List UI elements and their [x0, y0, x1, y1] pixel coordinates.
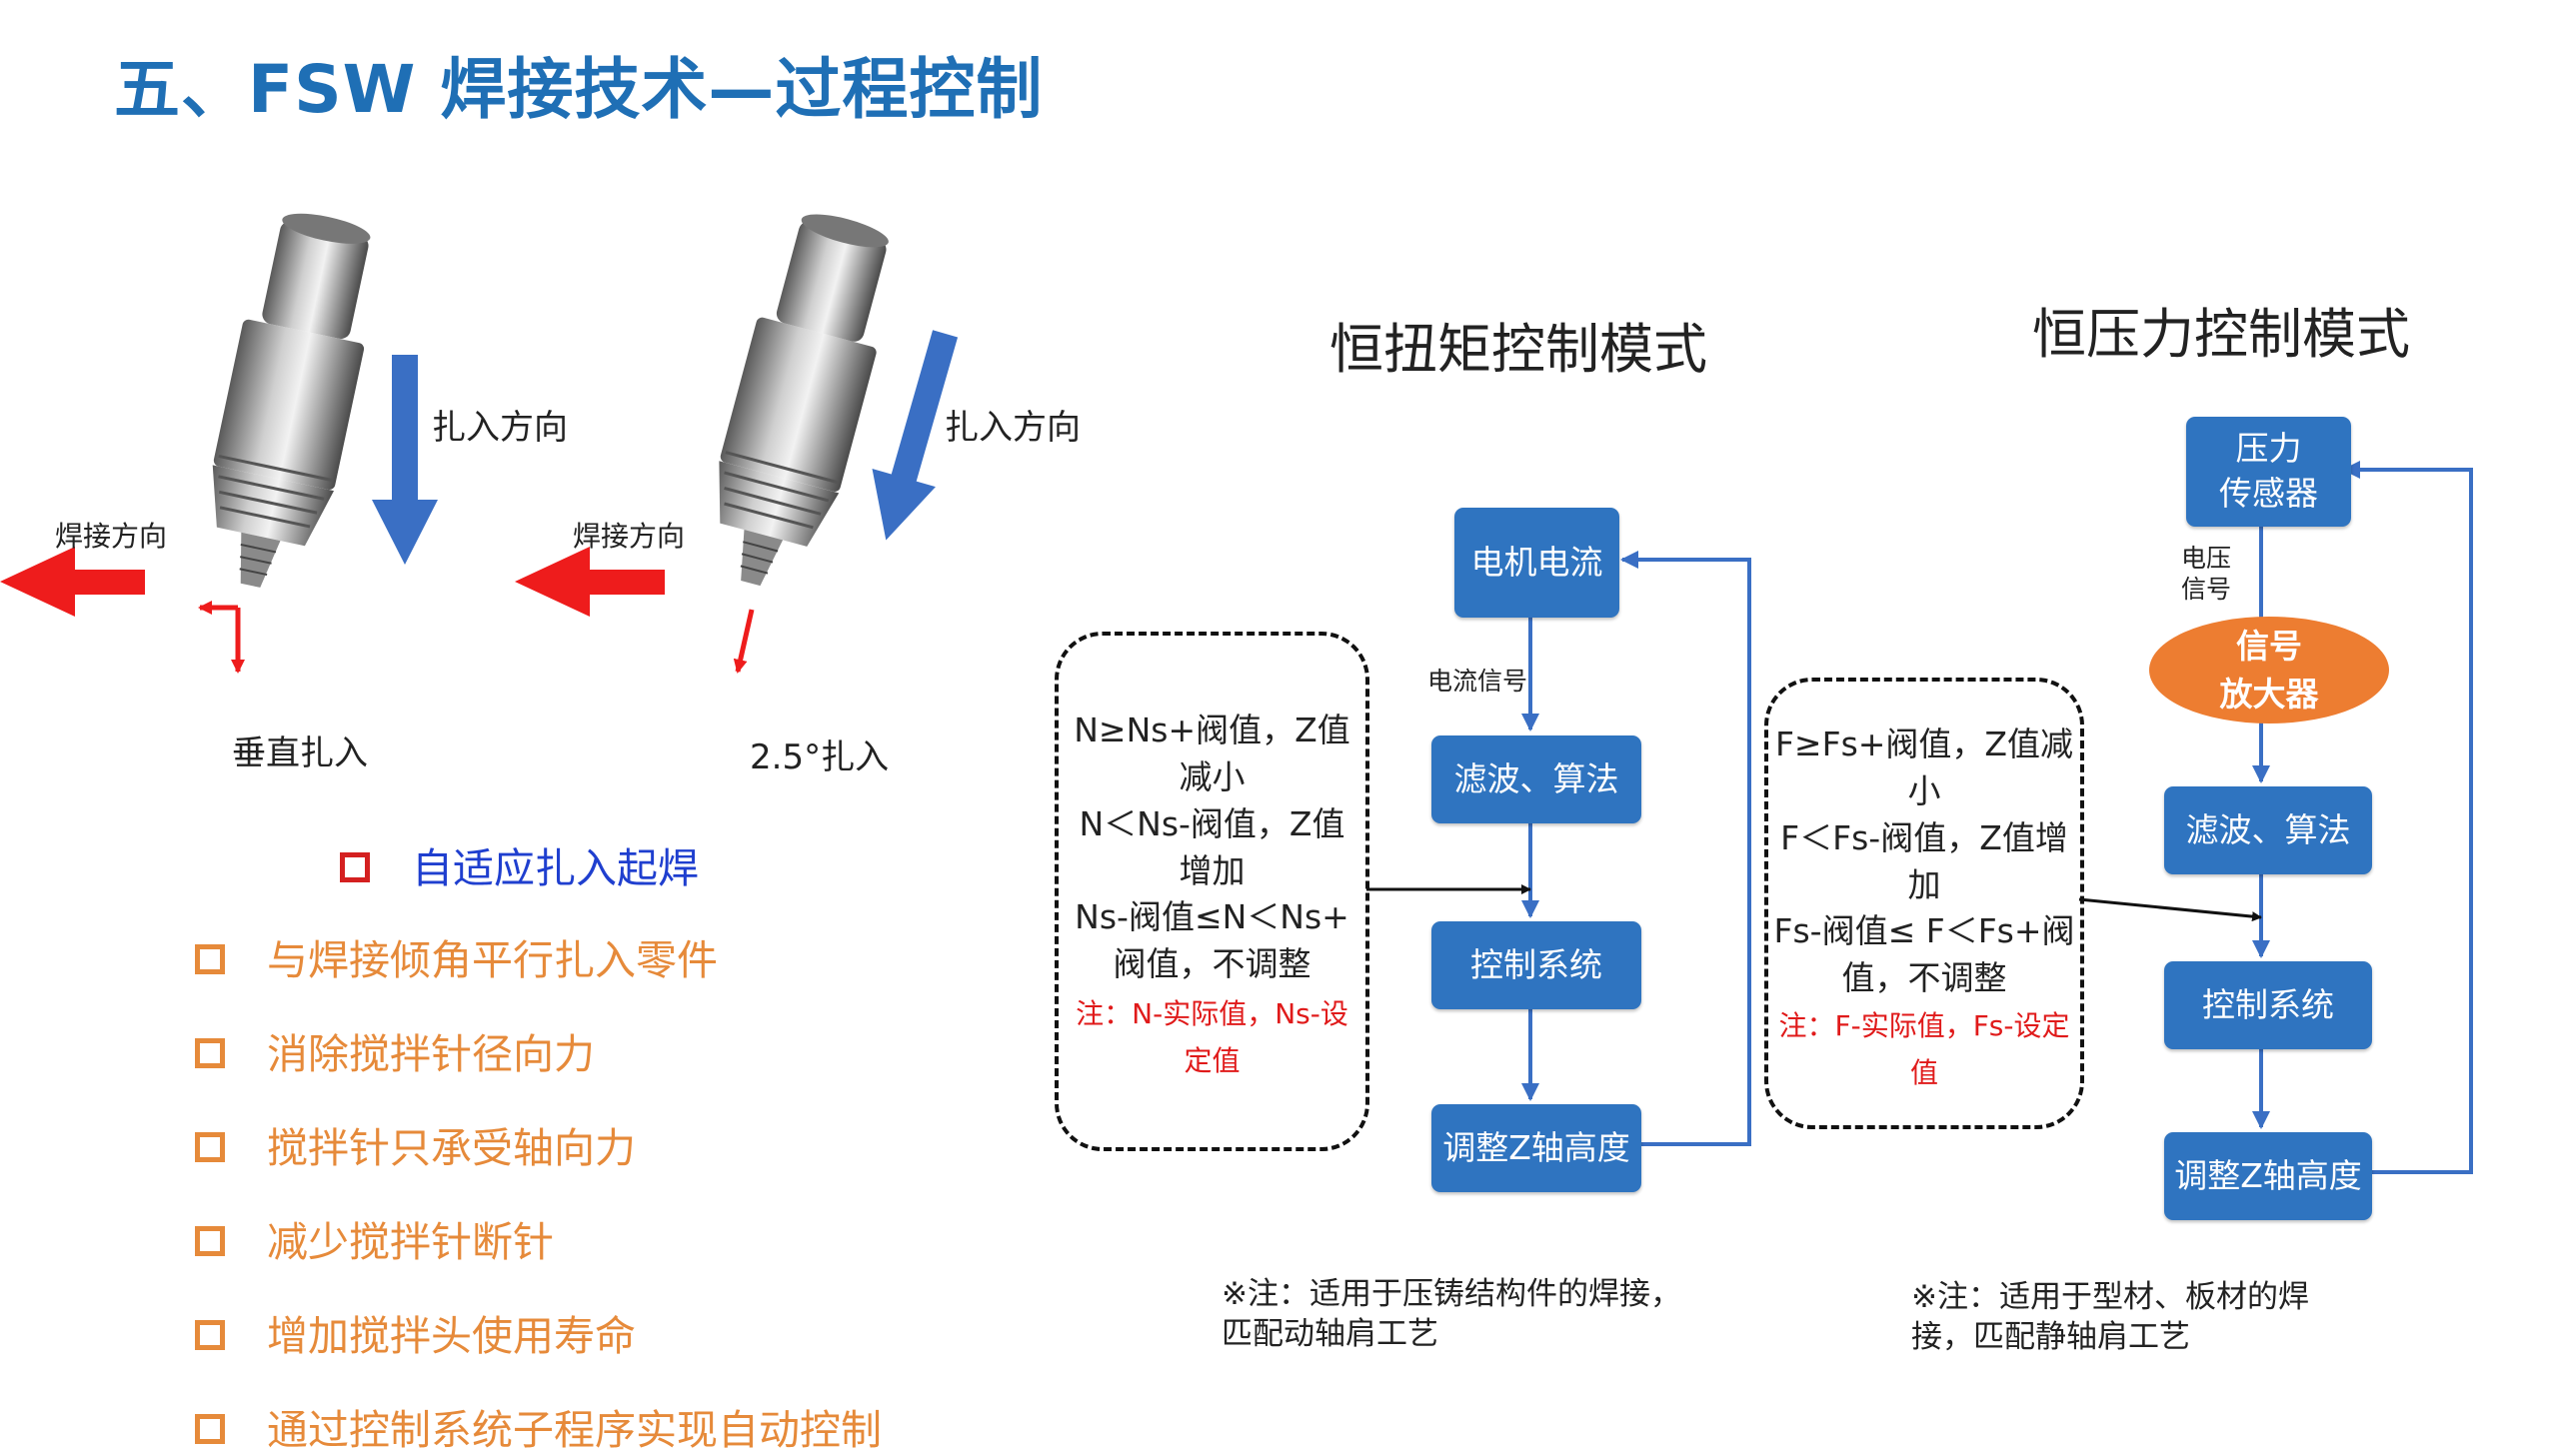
- pressure-mode-title: 恒压力控制模式: [2032, 303, 2410, 366]
- pressure-control-box: 控制系统: [2164, 961, 2372, 1049]
- right-insert-label: 扎入方向: [945, 408, 1081, 448]
- torque-adjust-box: 调整Z轴高度: [1431, 1104, 1641, 1192]
- square-icon: [195, 1320, 225, 1350]
- square-icon: [195, 944, 225, 974]
- bullet-item: 与焊接倾角平行扎入零件: [195, 926, 718, 986]
- bullet-item: 通过控制系统子程序实现自动控制: [195, 1396, 882, 1456]
- bullet-item: 自适应扎入起焊: [340, 834, 699, 894]
- current-signal-label: 电流信号: [1427, 667, 1528, 696]
- square-icon: [195, 1226, 225, 1256]
- voltage-signal-label: 电压 信号: [2181, 544, 2232, 605]
- torque-filter-box: 滤波、算法: [1431, 735, 1641, 823]
- right-caption: 2.5°扎入: [750, 737, 890, 777]
- right-weld-label: 焊接方向: [573, 520, 686, 553]
- right-weld-arrow: [515, 547, 665, 617]
- square-icon: [195, 1414, 225, 1444]
- left-insert-label: 扎入方向: [432, 408, 568, 448]
- page-title: 五、FSW 焊接技术—过程控制: [114, 51, 1044, 128]
- right-insert-arrow: [872, 330, 959, 541]
- pressure-filter-box: 滤波、算法: [2164, 786, 2372, 874]
- pressure-rules-note: 注：F-实际值，Fs-设定 值: [1778, 1009, 2070, 1089]
- bullet-item: 减少搅拌针断针: [195, 1208, 554, 1268]
- torque-note: ※注：适用于压铸结构件的焊接， 匹配动轴肩工艺: [1222, 1276, 1681, 1353]
- torque-rules-box: [1055, 632, 1369, 1151]
- left-weld-arrow: [0, 547, 145, 617]
- pressure-note: ※注：适用于型材、板材的焊 接，匹配静轴肩工艺: [1911, 1279, 2309, 1356]
- pressure-sensor-box: 压力 传感器: [2186, 417, 2351, 527]
- torque-rules-text: N≥Ns+阀值，Z值 减小 N＜Ns-阀值，Z值 增加 Ns-阀值≤N＜Ns+ …: [1074, 711, 1350, 984]
- square-icon: [195, 1038, 225, 1068]
- pressure-rules-box: [1764, 678, 2084, 1129]
- pressure-rules-text: F≥Fs+阀值，Z值减 小 F＜Fs-阀值，Z值增 加 Fs-阀值≤ F＜Fs+…: [1773, 725, 2075, 998]
- bullet-item: 搅拌针只承受轴向力: [195, 1114, 636, 1174]
- bullet-item: 消除搅拌针径向力: [195, 1020, 595, 1080]
- torque-control-box: 控制系统: [1431, 921, 1641, 1009]
- left-caption: 垂直扎入: [232, 733, 368, 773]
- signal-amplifier: 信号 放大器: [2149, 617, 2389, 724]
- tilted-tool: [719, 214, 889, 587]
- vertical-tool: [212, 213, 371, 588]
- bullet-item: 增加搅拌头使用寿命: [195, 1302, 636, 1362]
- square-icon: [340, 852, 370, 882]
- square-icon: [195, 1132, 225, 1162]
- torque-rules-note: 注：N-实际值，Ns-设 定值: [1076, 997, 1348, 1077]
- left-insert-arrow: [372, 355, 438, 565]
- torque-mode-title: 恒扭矩控制模式: [1329, 318, 1707, 381]
- left-weld-label: 焊接方向: [55, 520, 168, 553]
- pressure-adjust-box: 调整Z轴高度: [2164, 1132, 2372, 1220]
- motor-current-box: 电机电流: [1454, 508, 1619, 618]
